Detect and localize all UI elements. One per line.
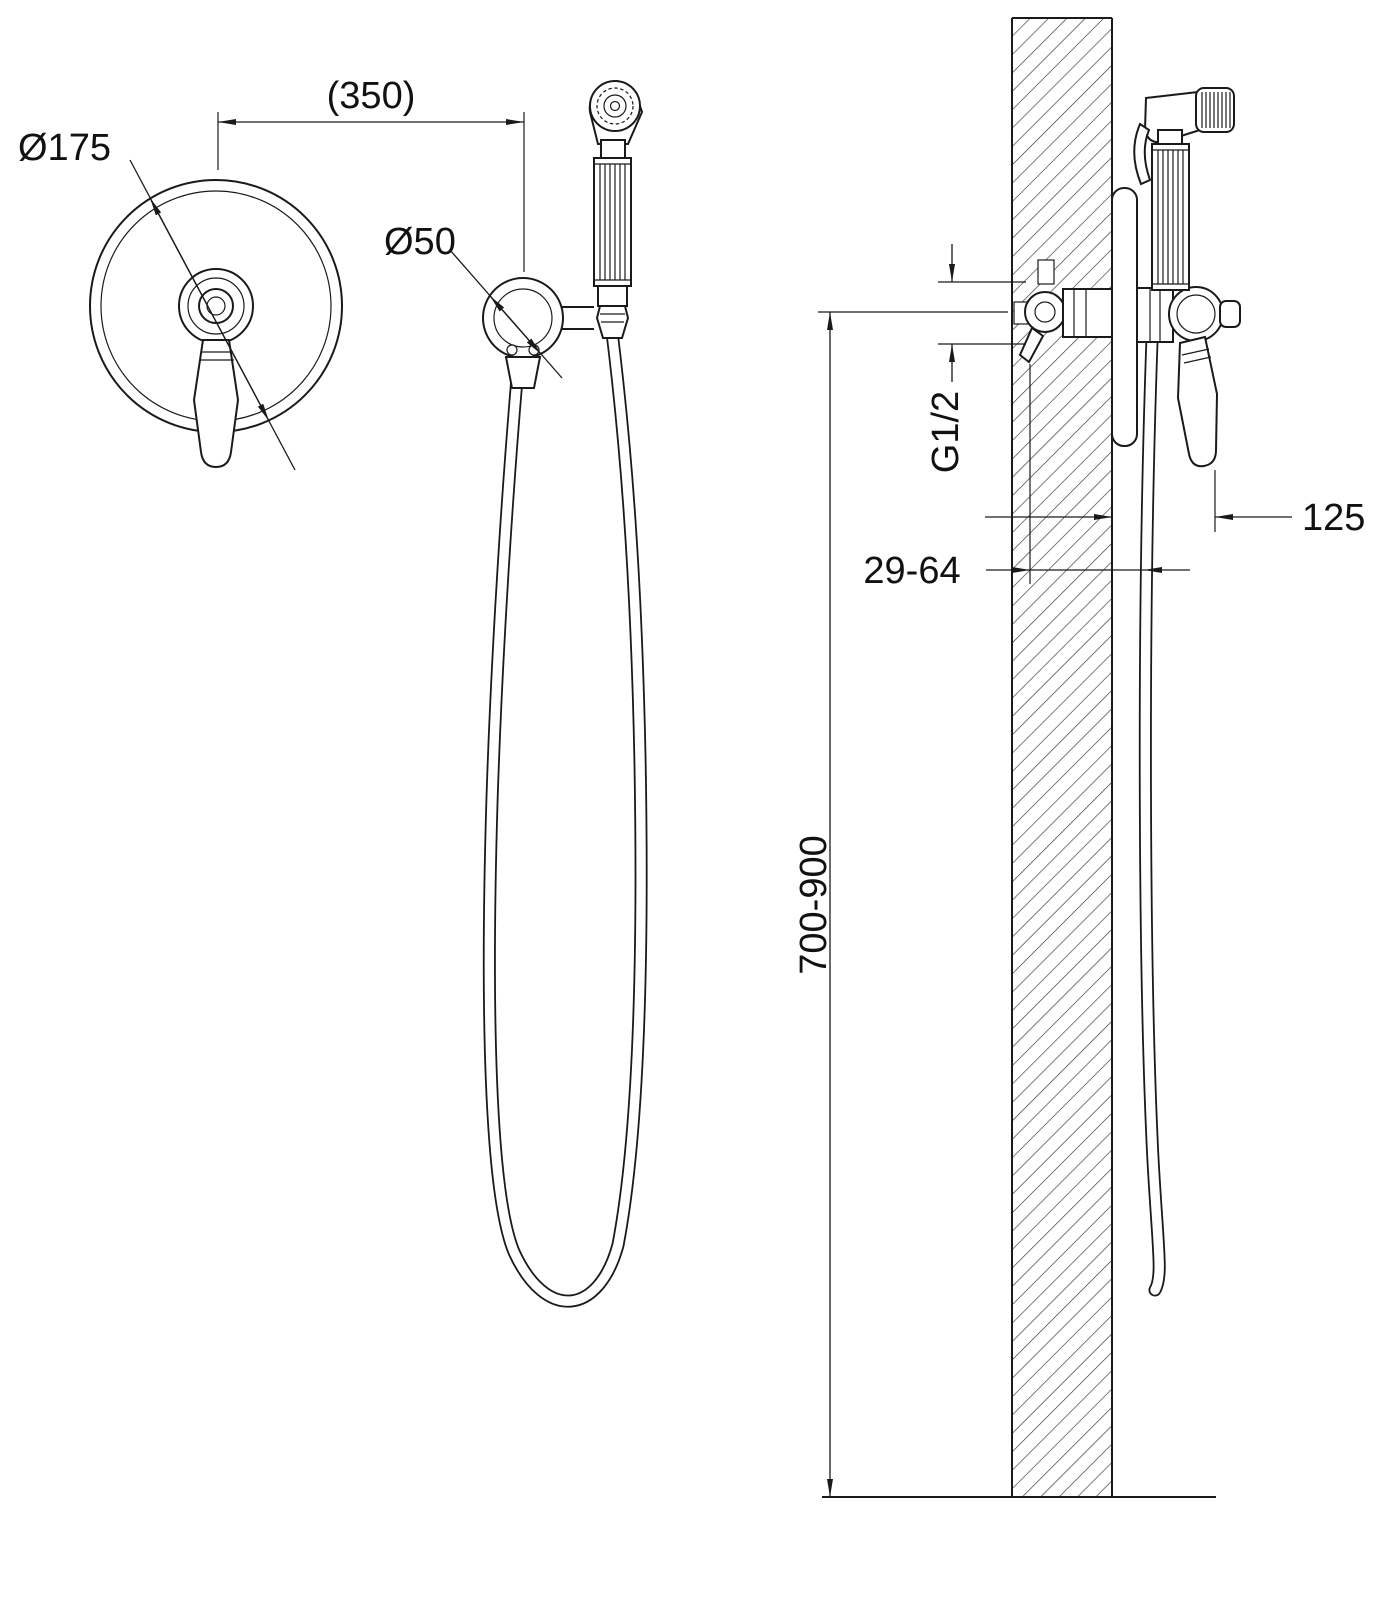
label-holder-diameter: Ø50 xyxy=(384,221,456,263)
dim-front-diameter: Ø175 xyxy=(18,127,296,471)
label-front-diameter: Ø175 xyxy=(18,127,111,169)
label-thread-size: G1/2 xyxy=(925,391,967,473)
wall-hatch xyxy=(1012,18,1112,1497)
escutcheon-plate-side xyxy=(1111,187,1138,447)
front-view-hand-shower xyxy=(482,79,648,1308)
mixer-lever-side xyxy=(1176,335,1219,468)
sprayer-trigger-side xyxy=(1133,122,1152,186)
label-height-range: 700-900 xyxy=(793,835,835,974)
hose-holder-front xyxy=(482,277,564,359)
label-depth-range: 29-64 xyxy=(863,550,960,592)
mixer-lever-front xyxy=(192,339,240,469)
dim-projection: 125 xyxy=(985,470,1365,539)
label-center-distance: (350) xyxy=(327,75,416,117)
label-projection: 125 xyxy=(1302,497,1365,539)
dim-height-range: 700-900 xyxy=(793,311,1008,1497)
front-view-mixer xyxy=(89,179,343,469)
dim-thread: G1/2 xyxy=(925,244,1026,473)
dim-holder-diameter: Ø50 xyxy=(384,221,563,379)
dim-depth-range: 29-64 xyxy=(863,364,1190,592)
side-view-wall-section xyxy=(822,17,1216,1498)
dim-center-distance: (350) xyxy=(217,75,525,272)
side-view-hand-shower xyxy=(1013,87,1241,1297)
